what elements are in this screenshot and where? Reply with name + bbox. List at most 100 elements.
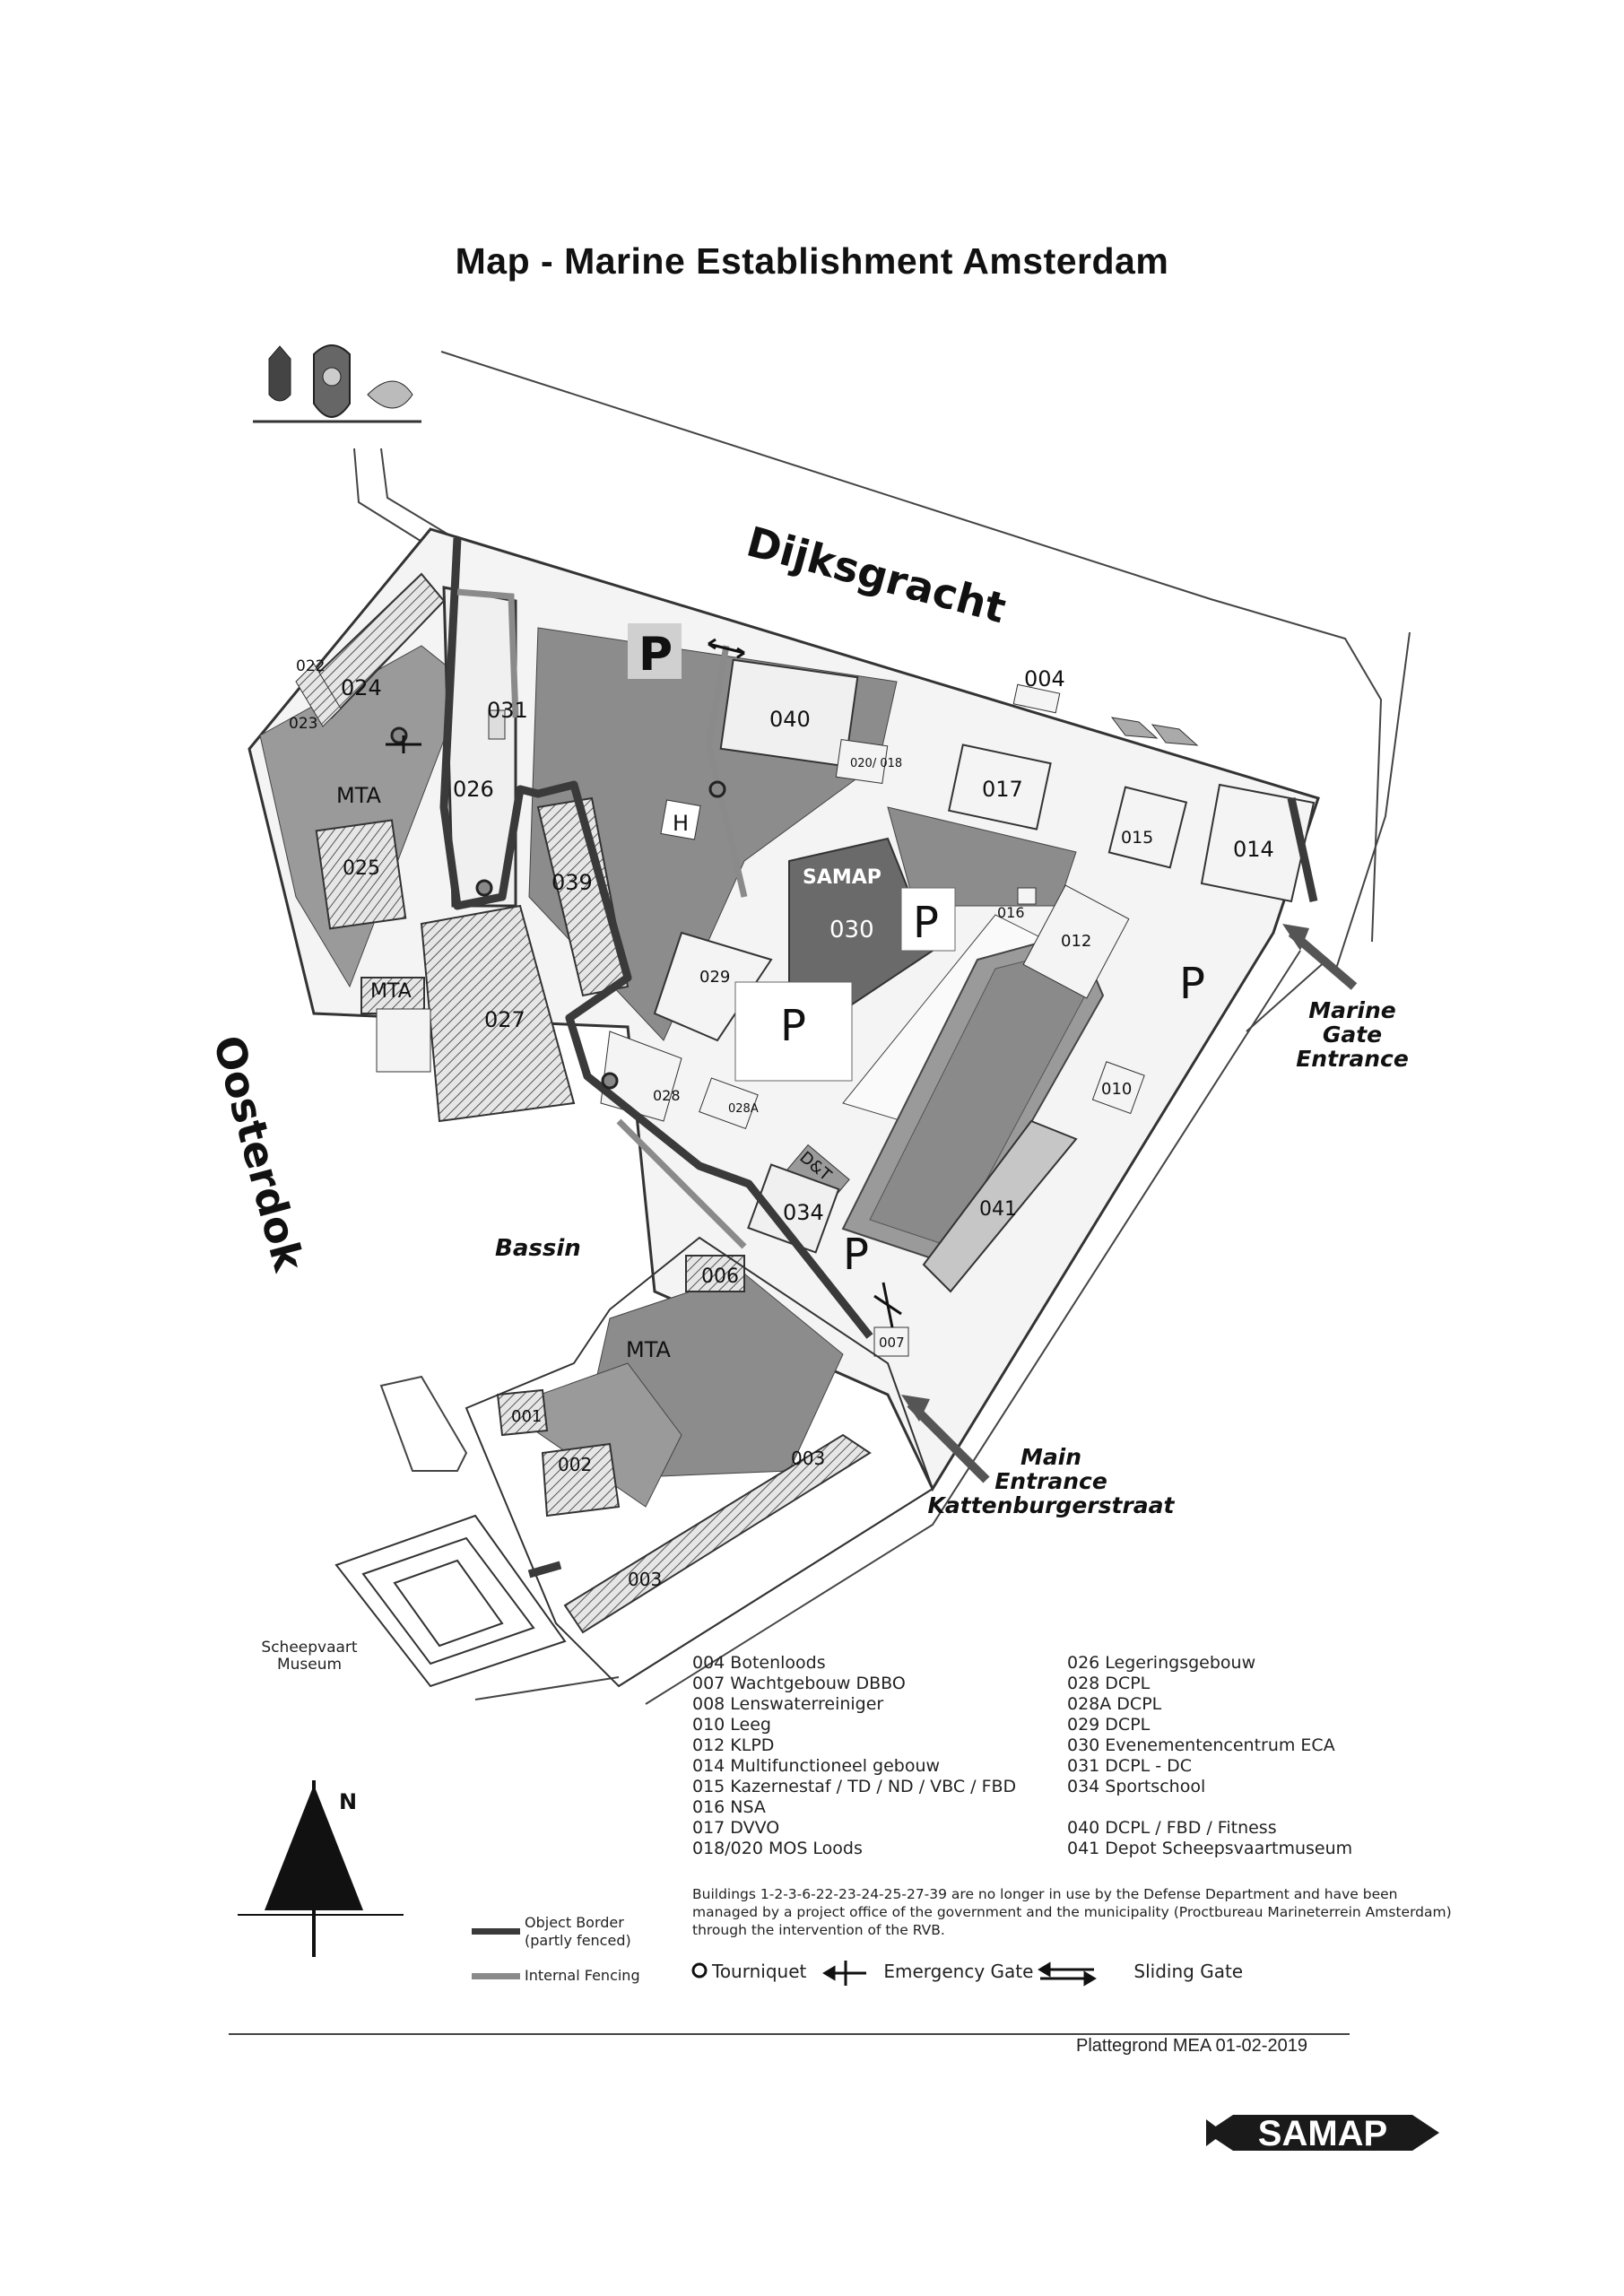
label-039: 039 xyxy=(551,870,593,895)
legend-item: 028A DCPL xyxy=(1067,1694,1162,1714)
building-007 xyxy=(873,1326,909,1357)
scheepvaart-museum-label: Scheepvaart Museum xyxy=(242,1639,377,1674)
helipad xyxy=(660,799,701,840)
label-004: 004 xyxy=(1024,666,1065,691)
marine-gate-label-2: Gate xyxy=(1323,1022,1382,1048)
building-001 xyxy=(496,1388,549,1437)
tourniquet-icon xyxy=(691,1962,708,1979)
legend-item xyxy=(1067,1797,1352,1818)
building-031 xyxy=(488,709,506,740)
marine-gate-label-1: Marine xyxy=(1308,997,1395,1023)
main-entrance-label-2: Entrance xyxy=(994,1468,1107,1494)
internal-fencing-swatch xyxy=(472,1973,520,1979)
sliding-gate-icon xyxy=(1038,1961,1097,1987)
legend-item: 018/020 MOS Loods xyxy=(692,1839,863,1858)
building-040 xyxy=(719,658,859,768)
building-014 xyxy=(1200,783,1316,903)
object-border-swatch xyxy=(472,1928,520,1935)
label-034: 034 xyxy=(783,1200,824,1225)
parking-p-signs: P P P P P xyxy=(628,623,1205,1280)
legend-item: 031 DCPL - DC xyxy=(1067,1756,1193,1776)
plan-code: Plattegrond MEA 01-02-2019 xyxy=(1076,2036,1307,2056)
boats xyxy=(1110,717,1199,746)
label-003-a: 003 xyxy=(791,1448,825,1469)
building-labels: 022 023 024 MTA 025 026 031 039 MTA 027 … xyxy=(289,657,1274,1590)
parking-p-4: P xyxy=(1179,959,1205,1009)
building-041 xyxy=(922,1119,1078,1293)
label-031: 031 xyxy=(487,698,528,723)
scheepvaart-museum-building xyxy=(334,1375,567,1688)
main-entrance-label-1: Main xyxy=(1020,1444,1081,1470)
legend-item: 034 Sportschool xyxy=(1067,1777,1206,1796)
legend-left-list: 004 Botenloods 007 Wachtgebouw DBBO 008 … xyxy=(692,1653,1016,1859)
museum-line-2: Museum xyxy=(276,1656,343,1674)
object-border-line-2: (partly fenced) xyxy=(525,1932,631,1949)
legend-item: 040 DCPL / FBD / Fitness xyxy=(1067,1818,1277,1838)
label-006: 006 xyxy=(701,1265,739,1288)
label-027: 027 xyxy=(484,1007,525,1032)
building-010 xyxy=(1091,1061,1145,1115)
legend-item: 014 Multifunctioneel gebouw xyxy=(692,1756,941,1776)
legend-item: 026 Legeringsgebouw xyxy=(1067,1653,1256,1673)
main-entrance-label-3: Kattenburgerstraat xyxy=(928,1492,1176,1518)
building-mta-side xyxy=(376,1008,431,1073)
label-mta-1: MTA xyxy=(336,783,382,808)
parking-p-1: P xyxy=(638,628,673,682)
label-014: 014 xyxy=(1233,837,1274,862)
emergency-gate-label: Emergency Gate xyxy=(883,1961,1034,1982)
legend-item: 008 Lenswaterreiniger xyxy=(692,1694,884,1714)
label-012: 012 xyxy=(1061,932,1091,951)
label-017: 017 xyxy=(982,777,1023,802)
label-028: 028 xyxy=(653,1087,681,1104)
label-023: 023 xyxy=(289,715,317,733)
building-028a xyxy=(699,1077,759,1130)
lower-site-outline xyxy=(465,1236,934,1688)
building-012 xyxy=(1022,884,1130,999)
museum-line-1: Scheepvaart xyxy=(261,1639,358,1657)
building-022-023-024 xyxy=(295,572,446,727)
legend-item: 030 Evenementencentrum ECA xyxy=(1067,1735,1335,1755)
building-015 xyxy=(1107,786,1188,869)
legend-item: 016 NSA xyxy=(692,1797,766,1817)
object-border-route xyxy=(439,537,1318,1578)
samap-logo: SAMAP xyxy=(1206,2114,1439,2153)
legend-item: 004 Botenloods xyxy=(692,1653,826,1673)
sliding-gate-label: Sliding Gate xyxy=(1133,1961,1244,1982)
building-006 xyxy=(685,1255,745,1292)
gate-markers xyxy=(386,638,902,1328)
label-002: 002 xyxy=(558,1454,592,1475)
legend-item: 012 KLPD xyxy=(692,1735,775,1755)
parking-p-2: P xyxy=(913,898,939,948)
legend-right-list: 026 Legeringsgebouw 028 DCPL 028A DCPL 0… xyxy=(1067,1653,1352,1859)
label-010: 010 xyxy=(1101,1080,1132,1099)
legend-item: 028 DCPL xyxy=(1067,1674,1151,1693)
label-samap: SAMAP xyxy=(803,866,881,889)
label-mta-3: MTA xyxy=(626,1337,672,1362)
object-border-line-1: Object Border xyxy=(525,1914,624,1931)
building-025 xyxy=(315,819,407,930)
internal-fencing xyxy=(456,588,748,1249)
label-016: 016 xyxy=(997,904,1025,921)
label-001: 001 xyxy=(511,1407,542,1426)
label-026: 026 xyxy=(453,777,494,802)
label-022: 022 xyxy=(296,657,325,675)
samap-logo-text: SAMAP xyxy=(1258,2114,1387,2153)
building-030-samap xyxy=(788,837,934,1006)
bassin-label: Bassin xyxy=(495,1235,581,1262)
building-004 xyxy=(1012,683,1061,714)
buildings-note: Buildings 1-2-3-6-22-23-24-25-27-39 are … xyxy=(692,1886,1452,1938)
north-label: N xyxy=(339,1789,357,1814)
label-003-b: 003 xyxy=(628,1569,662,1590)
label-020-018: 020/ 018 xyxy=(850,757,902,770)
tourniquet-markers xyxy=(390,726,726,1090)
building-mta-2 xyxy=(360,977,425,1014)
building-039 xyxy=(536,796,630,997)
label-040: 040 xyxy=(769,707,811,732)
label-015: 015 xyxy=(1121,828,1153,848)
marine-gate-arrow xyxy=(1282,924,1358,990)
label-007: 007 xyxy=(879,1335,905,1351)
helipad-label: H xyxy=(673,811,689,836)
gate-legend: Tourniquet Emergency Gate Sliding Gate xyxy=(692,1961,1266,1982)
label-024: 024 xyxy=(341,675,382,700)
parking-p-5: P xyxy=(843,1230,869,1280)
